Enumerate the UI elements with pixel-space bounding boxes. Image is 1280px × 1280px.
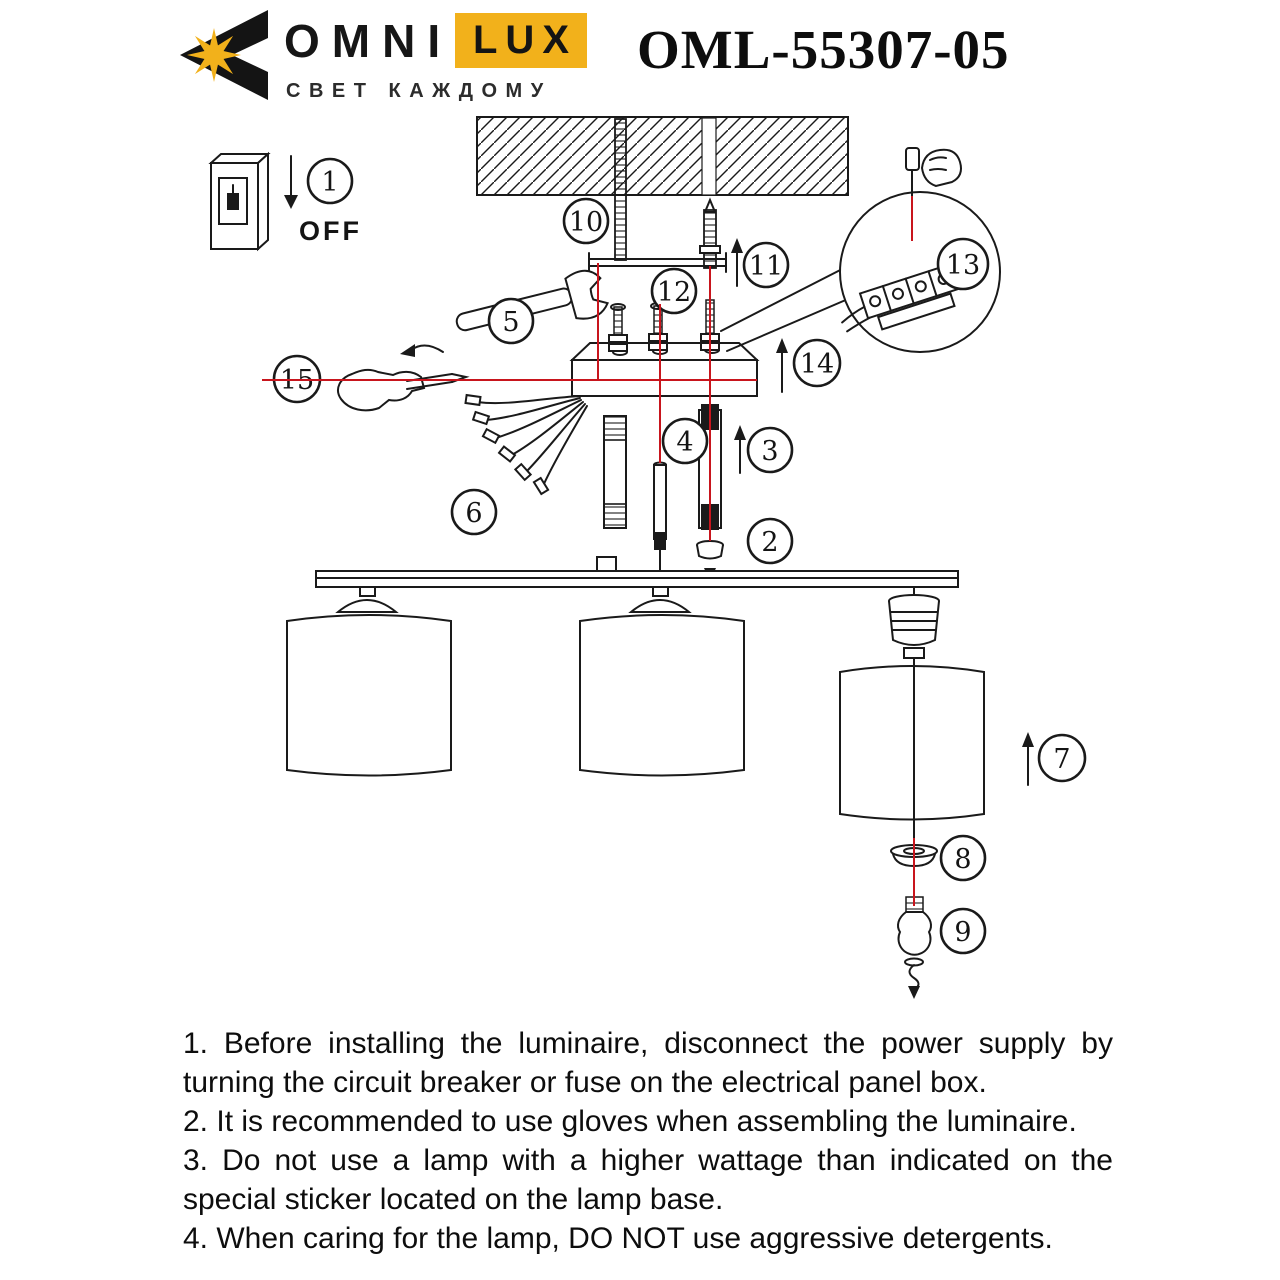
support-rod (653, 461, 667, 573)
instruction-item: 4. When caring for the lamp, DO NOT use … (183, 1222, 1053, 1255)
threaded-stud (699, 197, 721, 269)
callout-5: 5 (487, 297, 535, 345)
svg-text:10: 10 (569, 207, 603, 238)
callout-9: 9 (939, 907, 987, 955)
lamp-right (839, 657, 985, 843)
callout-12: 12 (650, 267, 698, 315)
svg-text:11: 11 (749, 251, 783, 282)
diagram-area: OFF (208, 116, 1087, 999)
svg-text:3: 3 (761, 436, 778, 467)
brand-name-lux: LUX (473, 18, 577, 62)
arrow-up-icon (1022, 732, 1034, 786)
bulb-icon (897, 896, 932, 956)
svg-text:14: 14 (800, 349, 834, 380)
instruction-item: 2. It is recommended to use gloves when … (183, 1105, 1077, 1138)
callout-10: 10 (562, 197, 610, 245)
finial (904, 957, 924, 999)
svg-text:13: 13 (946, 250, 980, 281)
svg-text:9: 9 (954, 917, 971, 948)
brand-name-omni: OMNI (284, 15, 453, 67)
arrow-up-icon (731, 238, 743, 287)
brand-logo-icon (180, 10, 268, 100)
callout-13: 13 (936, 237, 990, 291)
instruction-item: 1. Before installing the luminaire, disc… (183, 1027, 1113, 1099)
ceiling-bar (315, 570, 959, 588)
brand-lux-box: LUX (455, 13, 587, 68)
threaded-tube-left (603, 415, 627, 529)
callout-11: 11 (742, 241, 790, 289)
instruction-item: 3. Do not use a lamp with a higher watta… (183, 1144, 1113, 1216)
callout-14: 14 (792, 338, 842, 388)
assembly-diagram: OFF (208, 116, 1087, 999)
hand-icon (920, 148, 962, 188)
model-number: OML-55307-05 (637, 19, 1010, 80)
callout-1: 1 (306, 157, 354, 205)
instructions: 1. Before installing the luminaire, disc… (183, 1024, 1113, 1258)
svg-text:6: 6 (465, 498, 482, 529)
lamp-center (579, 586, 745, 777)
callout-3: 3 (746, 426, 794, 474)
callout-2: 2 (746, 517, 794, 565)
threaded-rod (614, 118, 627, 261)
svg-text:8: 8 (954, 844, 971, 875)
svg-text:1: 1 (321, 167, 338, 198)
arrow-up-icon (776, 338, 788, 393)
logo-star-icon (194, 35, 234, 75)
arrow-up-icon (734, 425, 746, 474)
svg-text:5: 5 (502, 307, 519, 338)
off-label: OFF (299, 216, 362, 246)
power-off-arrow-icon (284, 155, 298, 209)
wrench-icon (455, 269, 609, 332)
callout-8: 8 (939, 834, 987, 882)
svg-text:4: 4 (676, 427, 693, 458)
callout-7: 7 (1037, 733, 1087, 783)
callout-6: 6 (450, 488, 498, 536)
assembly-guide-lines (262, 196, 915, 906)
wire-bundle (464, 393, 588, 496)
lamp-left (286, 586, 452, 777)
slider-block (596, 556, 617, 573)
svg-text:12: 12 (657, 277, 691, 308)
ceiling-hatch (476, 116, 849, 196)
svg-text:7: 7 (1053, 744, 1070, 775)
hand-tool-icon (337, 344, 470, 412)
callout-4: 4 (661, 417, 709, 465)
svg-text:2: 2 (761, 527, 778, 558)
circuit-breaker (208, 151, 271, 252)
brand-tagline: СВЕТ КАЖДОМУ (286, 80, 552, 102)
lamp-socket (888, 586, 940, 659)
